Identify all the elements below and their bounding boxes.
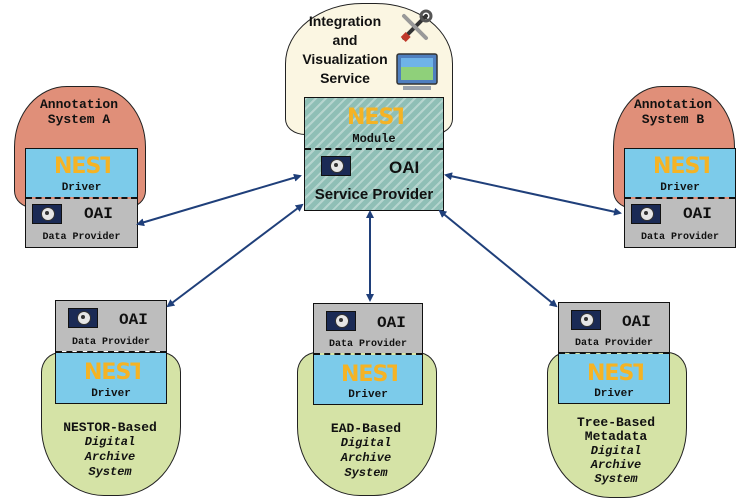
- ead-based-title: EAD-Based Digital Archive System: [297, 421, 435, 481]
- oai-archive-icon: [631, 204, 661, 224]
- arrow-nestor-based: [166, 203, 304, 308]
- nestor-based-line3: Archive: [84, 450, 136, 464]
- annotation-system-a-title: Annotation System A: [14, 97, 144, 127]
- oai-label: OAI: [84, 205, 113, 223]
- oai-archive-icon: [326, 311, 356, 331]
- nestor-based-title: NESTOR-Based Digital Archive System: [41, 420, 179, 480]
- ead-based-line2: Digital: [340, 436, 392, 450]
- service-provider-box: NESTOR Module OAI Service Provider: [304, 97, 444, 211]
- driver-label: Driver: [348, 389, 388, 401]
- driver-label: Driver: [61, 182, 102, 194]
- integration-service-title: Integration and Visualization Service: [290, 12, 400, 88]
- annotation-system-a-line1: Annotation: [39, 97, 118, 112]
- tree-based-line4: Archive: [590, 458, 642, 472]
- layer-divider: [314, 353, 422, 355]
- oai-label: OAI: [683, 205, 712, 223]
- nestor-based-line2: Digital: [84, 435, 136, 449]
- nestor-driver-cell: NESTOR Driver: [56, 353, 166, 403]
- tree-based-title: Tree-Based Metadata Digital Archive Syst…: [547, 415, 685, 487]
- arrow-annotation-a: [136, 173, 302, 227]
- oai-data-provider-cell: OAI Data Provider: [625, 199, 735, 247]
- oai-archive-icon: [68, 308, 98, 328]
- service-provider-label: Service Provider: [314, 186, 434, 203]
- nestor-based-line1: NESTOR-Based: [63, 420, 157, 435]
- annotation-system-b-line1: Annotation: [633, 97, 712, 112]
- annotation-b-stack: NESTOR Driver OAI Data Provider: [624, 148, 736, 248]
- nestor-driver-cell: NESTOR Driver: [625, 149, 735, 197]
- monitor-icon: [396, 53, 438, 90]
- oai-archive-icon: [32, 204, 62, 224]
- module-label: Module: [352, 132, 396, 146]
- driver-label: Driver: [594, 388, 634, 400]
- oai-label: OAI: [377, 314, 406, 332]
- nestor-driver-cell: NESTOR Driver: [314, 355, 422, 404]
- annotation-system-b-title: Annotation System B: [613, 97, 733, 127]
- ead-based-line1: EAD-Based: [330, 421, 402, 436]
- integration-line3: Visualization: [302, 51, 388, 67]
- data-provider-label: Data Provider: [328, 339, 407, 350]
- ead-based-stack: OAI Data Provider NESTOR Driver: [313, 303, 423, 405]
- oai-data-provider-cell: OAI Data Provider: [26, 199, 137, 247]
- layer-divider: [625, 197, 735, 199]
- tools-icon: [400, 9, 433, 42]
- tree-based-line3: Digital: [590, 444, 642, 458]
- tree-based-line1: Tree-Based: [576, 415, 655, 430]
- integration-line4: Service: [320, 70, 370, 86]
- data-provider-label: Data Provider: [42, 232, 121, 243]
- oai-archive-icon: [571, 310, 601, 330]
- arrow-annotation-b: [444, 172, 622, 216]
- layer-divider: [559, 352, 669, 354]
- annotation-a-stack: NESTOR Driver OAI Data Provider: [25, 148, 138, 248]
- data-provider-label: Data Provider: [71, 337, 150, 348]
- oai-archive-icon: [321, 156, 351, 176]
- oai-data-provider-cell: OAI Data Provider: [559, 303, 669, 352]
- nestor-based-line4: System: [88, 465, 132, 479]
- data-provider-label: Data Provider: [574, 338, 653, 349]
- driver-label: Driver: [91, 388, 131, 400]
- integration-line1: Integration: [308, 13, 382, 29]
- annotation-system-b-line2: System B: [641, 112, 705, 127]
- annotation-system-a-line2: System A: [47, 112, 111, 127]
- nestor-based-stack: OAI Data Provider NESTOR Driver: [55, 300, 167, 404]
- oai-label: OAI: [622, 313, 651, 331]
- layer-divider: [26, 197, 137, 199]
- nestor-driver-cell: NESTOR Driver: [26, 149, 137, 197]
- oai-data-provider-cell: OAI Data Provider: [56, 301, 166, 351]
- nestor-driver-cell: NESTOR Driver: [559, 354, 669, 403]
- integration-line2: and: [332, 32, 358, 48]
- layer-divider: [56, 351, 166, 353]
- oai-data-provider-cell: OAI Data Provider: [314, 304, 422, 353]
- ead-based-line3: Archive: [340, 451, 392, 465]
- tree-based-line5: System: [594, 472, 638, 486]
- driver-label: Driver: [660, 182, 700, 194]
- data-provider-label: Data Provider: [640, 232, 719, 243]
- tree-based-stack: OAI Data Provider NESTOR Driver: [558, 302, 670, 404]
- ead-based-line4: System: [344, 466, 388, 480]
- arrow-tree-based: [438, 209, 558, 308]
- tree-based-line2: Metadata: [584, 429, 648, 444]
- oai-label: OAI: [119, 311, 148, 329]
- layer-divider: [305, 148, 443, 150]
- oai-label: OAI: [389, 158, 420, 177]
